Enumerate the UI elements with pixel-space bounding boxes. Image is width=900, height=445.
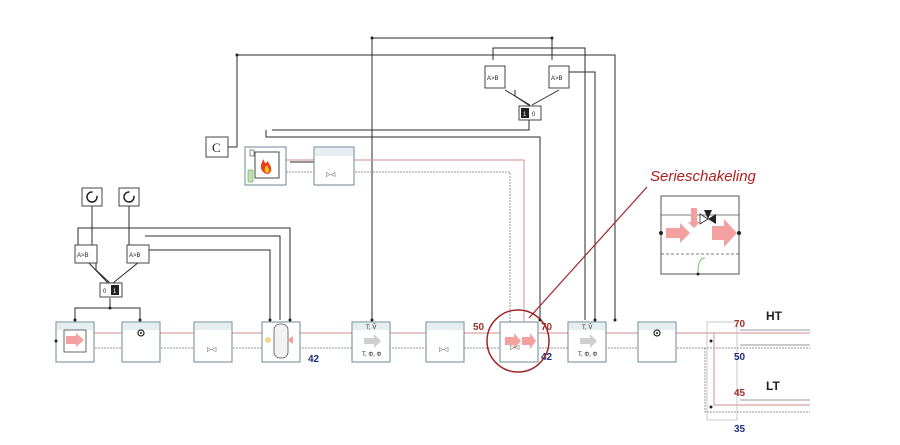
temp-lt-return: 35 (734, 424, 746, 435)
temp-lt-supply: 45 (734, 388, 746, 399)
comparator-label: A>B (551, 76, 563, 82)
distribution-manifold (706, 321, 738, 421)
selector-top[interactable]: 1 0 (518, 105, 542, 121)
control-wiring (74, 37, 616, 320)
heat-source-module[interactable] (55, 321, 95, 363)
comparator-label: A>B (487, 76, 499, 82)
temp-ht-supply: 70 (734, 319, 746, 330)
comparator-label: A>B (77, 253, 89, 259)
valve-symbol: ▷◁ (326, 172, 336, 178)
temp-mixer-return: 42 (541, 352, 553, 363)
sensor-module-label-2: T, Φ, Φ (578, 352, 597, 358)
selector-right: 0 (532, 112, 536, 118)
junction-dots (54, 36, 617, 343)
valve-module-1[interactable]: ▷◁ (193, 321, 233, 363)
valve-symbol: ▷◁ (207, 347, 217, 353)
mixing-valve[interactable]: ▷◁ (499, 321, 539, 363)
valve-module-2[interactable]: ▷◁ (425, 321, 465, 363)
circuit-ht-label: HT (766, 309, 783, 323)
selector-left: 1 (523, 112, 527, 118)
highlight-circle (486, 309, 550, 373)
temp-mixer-in: 50 (473, 322, 485, 333)
boiler[interactable] (244, 146, 287, 186)
sensor-module-right[interactable]: T, Ṽ T, Φ, Φ (567, 321, 607, 363)
comparator-mid-left[interactable]: A>B (74, 244, 98, 264)
controller-c[interactable]: C (205, 136, 229, 158)
pump-module-1[interactable] (121, 321, 161, 363)
comparator-label: A>B (129, 253, 141, 259)
sensor-module-left[interactable]: T, Ṽ T, Φ, Φ (351, 321, 391, 363)
comparator-top-left[interactable]: A>B (484, 65, 506, 89)
callout-leader (528, 186, 648, 319)
temp-ht-return: 50 (734, 352, 746, 363)
temp-tank-return: 42 (308, 354, 320, 365)
controller-c-label: C (212, 140, 221, 155)
comparator-mid-right[interactable]: A>B (126, 244, 150, 264)
callout-detail (659, 195, 741, 276)
valve-symbol: ▷◁ (439, 347, 449, 353)
temp-mixer-out: 70 (541, 322, 553, 333)
boiler-valve[interactable]: ▷◁ (313, 146, 355, 186)
selector-left: 0 (103, 289, 107, 295)
sensor-module-label-2: T, Φ, Φ (362, 352, 381, 358)
circuit-lt-label: LT (766, 379, 780, 393)
sensor-module-label: T, Ṽ (582, 324, 592, 331)
selector-mid[interactable]: 0 1 (99, 282, 123, 298)
sensor-right[interactable] (118, 187, 140, 207)
pump-module-2[interactable] (637, 321, 677, 363)
sensor-left[interactable] (81, 187, 103, 207)
storage-tank[interactable] (261, 321, 301, 363)
selector-right: 1 (113, 289, 117, 295)
sensor-module-label: T, Ṽ (366, 324, 376, 331)
callout-label: Serieschakeling (650, 168, 757, 185)
comparator-top-right[interactable]: A>B (548, 65, 570, 89)
valve-symbol: ▷◁ (510, 345, 520, 351)
